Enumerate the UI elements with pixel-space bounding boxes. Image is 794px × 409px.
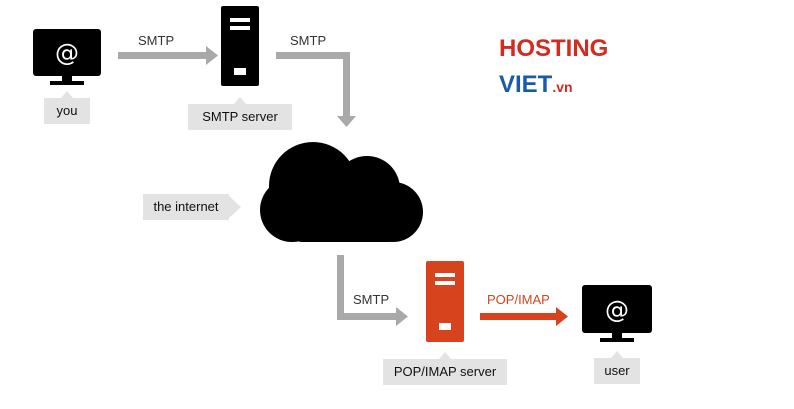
node-label-smtp-server: SMTP server xyxy=(188,104,292,130)
tag-pointer xyxy=(229,196,241,218)
server-icon xyxy=(221,6,259,86)
edge-label-internet-to-pop: SMTP xyxy=(353,292,390,307)
logo-viet: VIET.vn xyxy=(499,71,573,99)
edge-label-you-to-smtp: SMTP xyxy=(138,33,175,48)
svg-text:@: @ xyxy=(605,296,629,324)
edge-label-pop-to-user: POP/IMAP xyxy=(487,292,550,307)
tag-pointer xyxy=(439,352,451,359)
at-sign-monitor-icon: @ xyxy=(33,29,101,85)
server-icon xyxy=(426,261,464,342)
cloud-icon xyxy=(260,142,423,242)
arrow-smtp-server-to-internet xyxy=(276,52,356,127)
node-label-pop-imap-server: POP/IMAP server xyxy=(383,359,507,385)
arrow-you-to-smtp-server xyxy=(118,46,218,65)
node-label-user: user xyxy=(594,358,640,384)
at-sign-monitor-icon: @ xyxy=(582,285,652,342)
node-label-the-internet: the internet xyxy=(143,194,229,220)
logo-viet-text: VIET xyxy=(499,71,553,98)
logo-hosting: HOSTING xyxy=(499,35,609,62)
arrow-pop-server-to-user xyxy=(480,307,568,326)
edge-label-smtp-to-internet: SMTP xyxy=(290,33,327,48)
arrow-internet-to-pop-server xyxy=(337,255,408,326)
tag-pointer xyxy=(61,91,73,98)
tag-pointer xyxy=(611,351,623,358)
node-label-you: you xyxy=(44,98,90,124)
svg-text:@: @ xyxy=(55,39,79,67)
logo-suffix: .vn xyxy=(552,79,573,95)
tag-pointer xyxy=(234,97,246,104)
